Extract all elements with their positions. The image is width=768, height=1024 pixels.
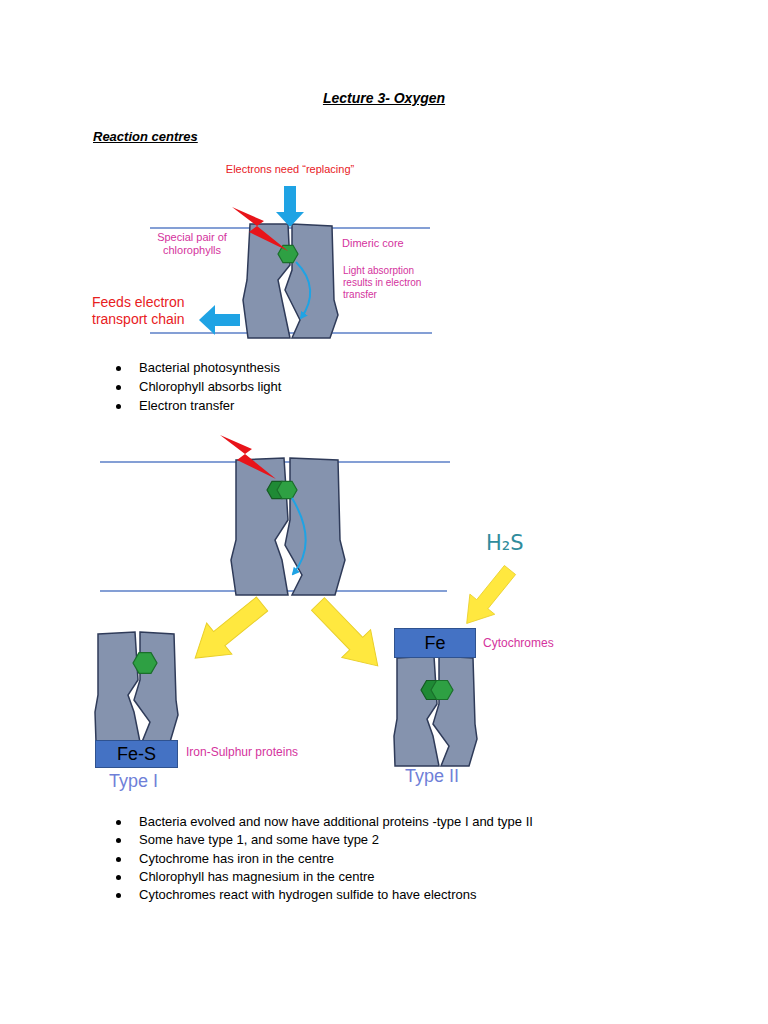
chlorophyll-pair xyxy=(421,681,453,700)
bullet-text: Bacteria evolved and now have additional… xyxy=(139,814,699,830)
bullet-text: Cytochrome has iron in the centre xyxy=(139,851,699,867)
annotation: Light absorption results in electron tra… xyxy=(343,265,443,301)
evolution-arrow xyxy=(183,588,275,673)
chlorophyll-pair xyxy=(267,481,297,498)
electron-output-arrow xyxy=(199,305,240,335)
bullet-dot xyxy=(116,820,121,825)
bullet-text: Chlorophyll absorbs light xyxy=(139,379,539,395)
type-one-protein xyxy=(95,632,178,742)
annotation: Electrons need “replacing” xyxy=(200,163,380,176)
electron-path-arrow xyxy=(296,262,310,318)
bullet-text: Bacterial photosynthesis xyxy=(139,360,539,376)
bullet-dot xyxy=(116,404,121,409)
lightning-bolt xyxy=(220,435,276,479)
electron-donor-arrow xyxy=(454,560,522,634)
bullet-dot xyxy=(116,385,121,390)
bullet-text: Electron transfer xyxy=(139,398,539,414)
page-title: Lecture 3- Oxygen xyxy=(0,90,768,107)
electron-input-arrow xyxy=(276,186,304,227)
bullet-dot xyxy=(116,893,121,898)
bullet-text: Cytochromes react with hydrogen sulfide … xyxy=(139,887,699,903)
bullet-dot xyxy=(116,875,121,880)
bullet-dot xyxy=(116,366,121,371)
type-label: Type II xyxy=(405,766,485,788)
bullet-dot xyxy=(116,857,121,862)
annotation: Special pair of chlorophylls xyxy=(146,231,238,257)
electron-path-arrow xyxy=(292,498,306,574)
bullet-dot xyxy=(116,838,121,843)
reaction-centre-protein xyxy=(231,458,345,595)
chlorophyll-hexagon xyxy=(133,653,157,674)
bullet-text: Chlorophyll has magnesium in the centre xyxy=(139,869,699,885)
type-two-protein xyxy=(394,656,477,766)
protein-box: Fe-S xyxy=(95,740,178,768)
box-text: Fe xyxy=(424,633,445,654)
chemical-formula: H₂S xyxy=(486,531,546,556)
annotation: Dimeric core xyxy=(342,237,432,250)
annotation: Cytochromes xyxy=(483,636,603,650)
section-heading: Reaction centres xyxy=(93,129,293,145)
reaction-centre-protein xyxy=(243,224,338,338)
annotation: Feeds electron transport chain xyxy=(92,294,204,328)
type-label: Type I xyxy=(109,771,189,793)
annotation: Iron-Sulphur proteins xyxy=(186,745,346,759)
chlorophyll-hexagon xyxy=(278,245,298,262)
protein-box: Fe xyxy=(394,628,476,658)
box-text: Fe-S xyxy=(117,744,156,765)
evolution-arrow xyxy=(304,590,393,680)
bullet-text: Some have type 1, and some have type 2 xyxy=(139,832,699,848)
